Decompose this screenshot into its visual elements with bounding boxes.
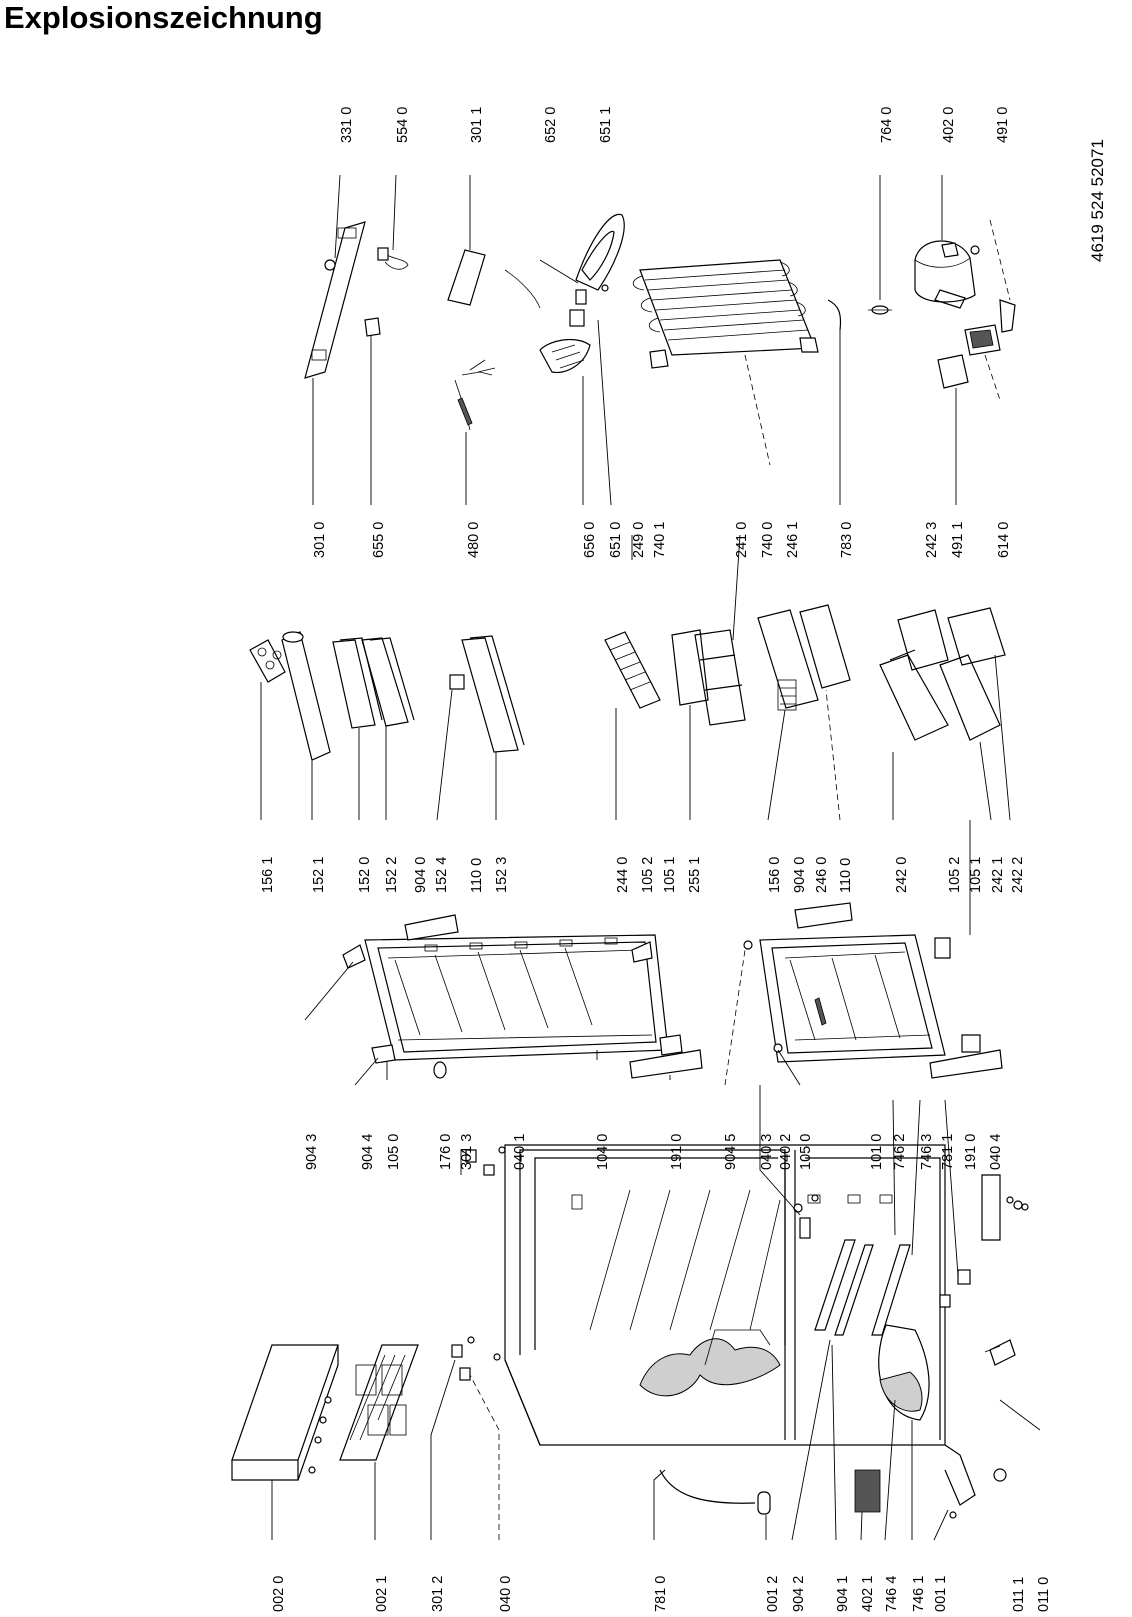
rear-parts-group [304, 213, 1016, 466]
part-label: 656 0 [582, 522, 598, 558]
part-label: 152 3 [494, 857, 510, 893]
doors-group [342, 902, 1003, 1079]
part-label: 040 2 [778, 1134, 794, 1170]
part-label: 740 0 [760, 522, 776, 558]
part-label: 246 1 [785, 522, 801, 558]
leader-lines [260, 174, 1041, 1541]
part-label: 110 0 [469, 858, 485, 893]
part-label: 152 4 [434, 857, 450, 893]
part-label: 040 0 [498, 1576, 514, 1612]
part-label: 246 0 [814, 857, 830, 893]
part-label: 904 1 [835, 1576, 851, 1612]
part-label: 655 0 [371, 522, 387, 558]
part-label: 301 1 [469, 107, 485, 143]
shelves-group [249, 604, 1006, 761]
part-label: 110 0 [838, 858, 854, 893]
part-label: 176 0 [438, 1134, 454, 1170]
part-label: 402 1 [860, 1576, 876, 1612]
part-label: 746 4 [884, 1576, 900, 1612]
part-label: 156 1 [260, 857, 276, 893]
part-label: 105 2 [640, 857, 656, 893]
part-label: 746 3 [919, 1134, 935, 1170]
part-label: 904 5 [723, 1134, 739, 1170]
part-label: 040 1 [512, 1134, 528, 1170]
part-label: 242 0 [894, 857, 910, 893]
part-label: 491 1 [950, 522, 966, 558]
part-label: 764 0 [879, 107, 895, 143]
part-label: 904 0 [413, 857, 429, 893]
part-label: 152 0 [357, 857, 373, 893]
part-label: 105 1 [662, 857, 678, 893]
part-label: 554 0 [395, 107, 411, 143]
part-label: 011 0 [1036, 1577, 1052, 1612]
cabinet-group [231, 1144, 1029, 1519]
part-label: 331 0 [339, 107, 355, 143]
part-label: 255 1 [687, 857, 703, 893]
part-label: 614 0 [996, 522, 1012, 558]
part-label: 105 2 [947, 857, 963, 893]
part-label: 001 2 [765, 1576, 781, 1612]
part-label: 652 0 [543, 107, 559, 143]
part-label: 740 1 [652, 522, 668, 558]
part-label: 156 0 [767, 857, 783, 893]
part-label: 904 2 [791, 1576, 807, 1612]
part-label: 001 1 [933, 1576, 949, 1612]
part-label: 783 0 [839, 522, 855, 558]
part-label: 105 1 [968, 857, 984, 893]
part-label: 104 0 [595, 1134, 611, 1170]
part-label: 904 4 [360, 1134, 376, 1170]
part-label: 480 0 [466, 522, 482, 558]
part-label: 249 0 [631, 522, 647, 558]
part-label: 781 1 [940, 1134, 956, 1170]
part-label: 651 1 [598, 107, 614, 143]
part-label: 040 3 [759, 1134, 775, 1170]
part-label: 781 0 [653, 1576, 669, 1612]
part-label: 011 1 [1011, 1577, 1027, 1612]
part-label: 746 1 [911, 1576, 927, 1612]
part-labels: 002 0 002 1 301 2 040 0 781 0 001 2 904 2 904 1… [260, 107, 1052, 1612]
part-label: 105 0 [798, 1134, 814, 1170]
part-label: 152 1 [311, 857, 327, 893]
part-label: 241 0 [734, 522, 750, 558]
page-title: Explosionszeichnung [4, 0, 323, 35]
document-number: 4619 524 52071 [1088, 139, 1107, 262]
part-label: 651 0 [608, 522, 624, 558]
part-label: 402 0 [941, 107, 957, 143]
part-label: 904 3 [304, 1134, 320, 1170]
part-label: 242 3 [924, 522, 940, 558]
part-label: 301 0 [312, 522, 328, 558]
part-label: 191 0 [669, 1134, 685, 1170]
part-label: 904 0 [792, 857, 808, 893]
part-label: 002 1 [374, 1576, 390, 1612]
part-label: 191 0 [963, 1134, 979, 1170]
part-label: 152 2 [384, 857, 400, 893]
part-label: 491 0 [995, 107, 1011, 143]
part-label: 301 2 [430, 1576, 446, 1612]
part-label: 242 2 [1010, 857, 1026, 893]
part-label: 101 0 [869, 1134, 885, 1170]
part-label: 040 4 [988, 1134, 1004, 1170]
part-label: 746 2 [892, 1134, 908, 1170]
part-label: 002 0 [271, 1576, 287, 1612]
part-label: 301 3 [459, 1134, 475, 1170]
part-label: 105 0 [386, 1134, 402, 1170]
part-label: 242 1 [990, 857, 1006, 893]
part-label: 244 0 [615, 857, 631, 893]
